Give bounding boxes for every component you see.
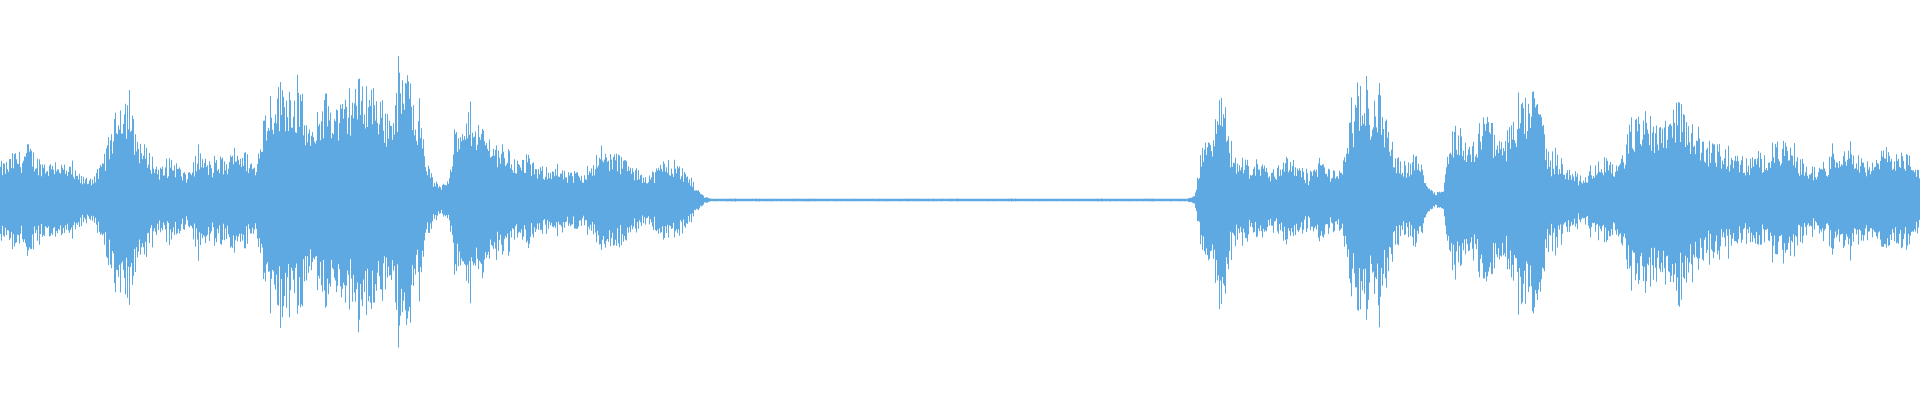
audio-waveform[interactable] bbox=[0, 0, 1920, 400]
audio-waveform-view[interactable] bbox=[0, 0, 1920, 400]
